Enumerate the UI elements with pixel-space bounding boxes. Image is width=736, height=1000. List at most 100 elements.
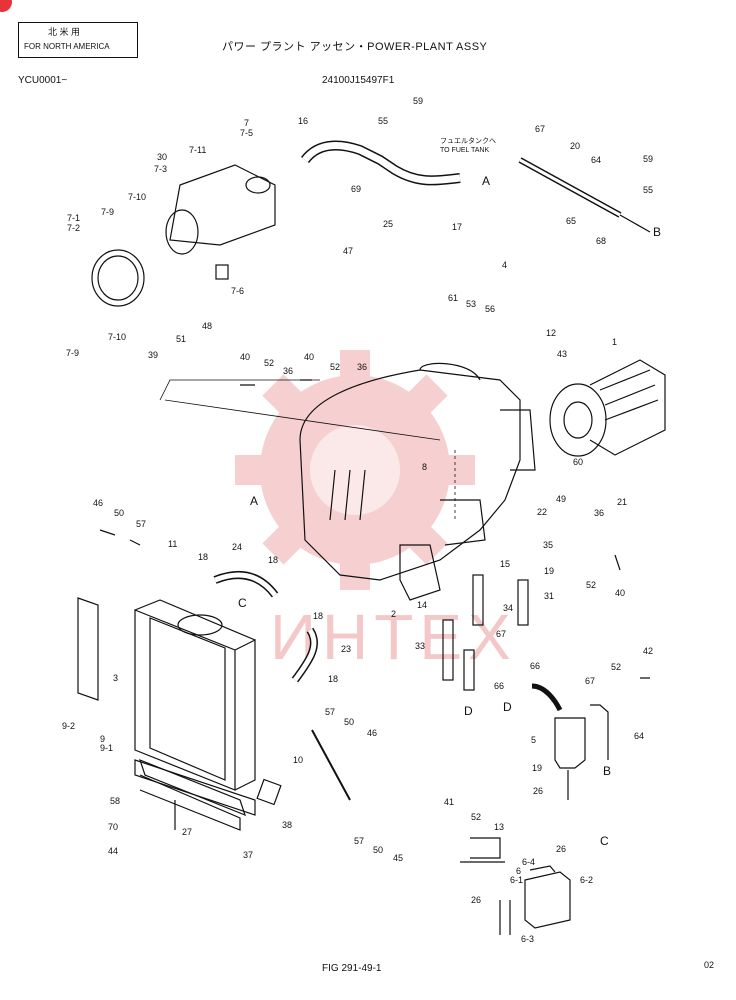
callout-label: 52 <box>611 662 622 672</box>
fuel-tank-note-en: TO FUEL TANK <box>440 147 490 154</box>
callout-label: 41 <box>444 797 455 807</box>
callout-label: 21 <box>617 497 628 507</box>
callout-label: 17 <box>452 222 463 232</box>
callout-label: 26 <box>556 844 567 854</box>
callout-label: 55 <box>378 116 389 126</box>
callout-label: 42 <box>643 646 654 656</box>
callout-label: 60 <box>573 457 584 467</box>
region-box <box>18 22 138 58</box>
callout-label: 34 <box>503 603 514 613</box>
callout-label: 26 <box>471 895 482 905</box>
callout-label: 31 <box>544 591 555 601</box>
callout-label: 47 <box>343 246 354 256</box>
callout-label: 57 <box>354 836 365 846</box>
callout-label: 51 <box>176 334 187 344</box>
callout-label: 52 <box>586 580 597 590</box>
callout-label: 61 <box>448 293 459 303</box>
callout-label: 7 <box>244 118 250 128</box>
callout-label: 14 <box>417 600 428 610</box>
callout-label: 35 <box>543 540 554 550</box>
callout-label: 30 <box>157 152 168 162</box>
callout-label: 8 <box>422 462 428 472</box>
callout-label: 3 <box>113 673 119 683</box>
callout-label: 39 <box>148 350 159 360</box>
callout-label: 38 <box>282 820 293 830</box>
callout-label: 16 <box>298 116 309 126</box>
callout-label: 64 <box>591 155 602 165</box>
callout-label: 50 <box>344 717 355 727</box>
callout-label: 10 <box>293 755 304 765</box>
callout-label: 67 <box>535 124 546 134</box>
callout-label: 6-1 <box>510 875 524 885</box>
callout-label: 4 <box>502 260 508 270</box>
callout-label: 7-6 <box>231 286 245 296</box>
callout-label: 57 <box>325 707 336 717</box>
figure-number: FIG 291-49-1 <box>322 963 382 974</box>
connection-marker: B <box>603 764 612 778</box>
callout-label: 6-4 <box>522 857 536 867</box>
callout-label: 7-9 <box>101 207 115 217</box>
callout-label: 66 <box>494 681 505 691</box>
callout-label: 7-11 <box>189 145 207 155</box>
connection-marker: B <box>653 225 662 239</box>
callout-label: 5 <box>531 735 537 745</box>
region-label-jp: 北 米 用 <box>48 27 81 37</box>
callout-label: 50 <box>373 845 384 855</box>
callout-label: 66 <box>530 661 541 671</box>
callout-label: 67 <box>585 676 596 686</box>
callout-label: 1 <box>612 337 618 347</box>
callout-label: 59 <box>643 154 654 164</box>
callout-label: 26 <box>533 786 544 796</box>
connection-marker: C <box>600 834 609 848</box>
callout-label: 25 <box>383 219 394 229</box>
callout-label: 24 <box>232 542 243 552</box>
radiator-part <box>134 599 256 831</box>
page-number: 02 <box>704 960 715 970</box>
callout-label: 44 <box>108 846 119 856</box>
callout-label: 46 <box>367 728 378 738</box>
hydraulic-pump-part <box>549 359 666 457</box>
callout-label: 15 <box>500 559 511 569</box>
callout-label: 6-2 <box>580 875 594 885</box>
callout-label: 27 <box>182 827 193 837</box>
callout-label: 58 <box>110 796 121 806</box>
callout-label: 20 <box>570 141 581 151</box>
callout-label: 7-3 <box>154 164 168 174</box>
callout-label: 18 <box>313 611 324 621</box>
callout-label: 45 <box>393 853 404 863</box>
corner-marker <box>0 0 12 12</box>
callout-label: 18 <box>328 674 339 684</box>
callout-label: 43 <box>557 349 568 359</box>
callout-label: 18 <box>198 552 209 562</box>
callout-label: 7-2 <box>67 223 81 233</box>
callout-label: 40 <box>240 352 251 362</box>
callout-label: 11 <box>168 539 178 549</box>
callout-label: 36 <box>283 366 294 376</box>
callout-label: 33 <box>415 641 426 651</box>
callout-label: 52 <box>471 812 482 822</box>
callout-label: 49 <box>556 494 567 504</box>
callout-label: 19 <box>544 566 555 576</box>
callout-label: 13 <box>494 822 505 832</box>
air-cleaner-part <box>91 164 276 307</box>
callout-label: 7-1 <box>67 213 81 223</box>
connection-marker: D <box>464 704 473 718</box>
callout-label: 52 <box>264 358 275 368</box>
callout-label: 52 <box>330 362 341 372</box>
callout-label: 37 <box>243 850 254 860</box>
engine-part <box>299 362 536 601</box>
callout-label: 56 <box>485 304 496 314</box>
callout-label: 53 <box>466 299 477 309</box>
callout-label: 22 <box>537 507 548 517</box>
callout-label: 18 <box>268 555 279 565</box>
callout-label: 40 <box>615 588 626 598</box>
callout-label: 46 <box>93 498 104 508</box>
callout-label: 48 <box>202 321 213 331</box>
callout-label: 50 <box>114 508 125 518</box>
connection-marker: D <box>503 700 512 714</box>
callout-label: 40 <box>304 352 315 362</box>
connection-marker: A <box>482 174 491 188</box>
callout-label: 19 <box>532 763 543 773</box>
callout-label: 64 <box>634 731 645 741</box>
connection-marker: A <box>250 494 259 508</box>
